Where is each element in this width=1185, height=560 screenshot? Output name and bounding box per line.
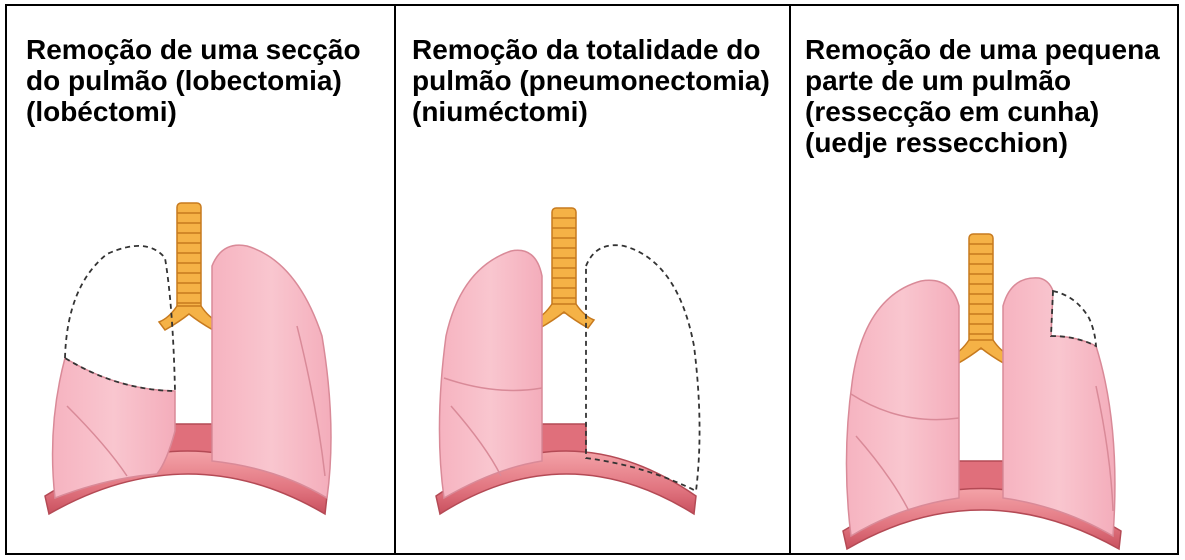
panel-pneumonectomy: Remoção da totalidade do pulmão (pneumon… — [394, 6, 789, 553]
right-lung — [212, 245, 331, 498]
lobectomy-illustration — [7, 6, 394, 553]
panel-lobectomy: Remoção de uma secção do pulmão (lobecto… — [7, 6, 394, 553]
right-lung — [1003, 278, 1115, 536]
left-lung — [846, 280, 959, 536]
figure-table: Remoção de uma secção do pulmão (lobecto… — [5, 4, 1179, 555]
pneumonectomy-illustration — [396, 6, 791, 553]
trachea — [159, 203, 219, 330]
left-lung-lower-lobe — [53, 358, 175, 498]
trachea — [951, 234, 1011, 364]
trachea — [534, 208, 594, 328]
wedge-resection-illustration — [791, 6, 1179, 553]
left-lung — [439, 250, 542, 498]
panel-wedge-resection: Remoção de uma pequena parte de um pulmã… — [789, 6, 1177, 553]
